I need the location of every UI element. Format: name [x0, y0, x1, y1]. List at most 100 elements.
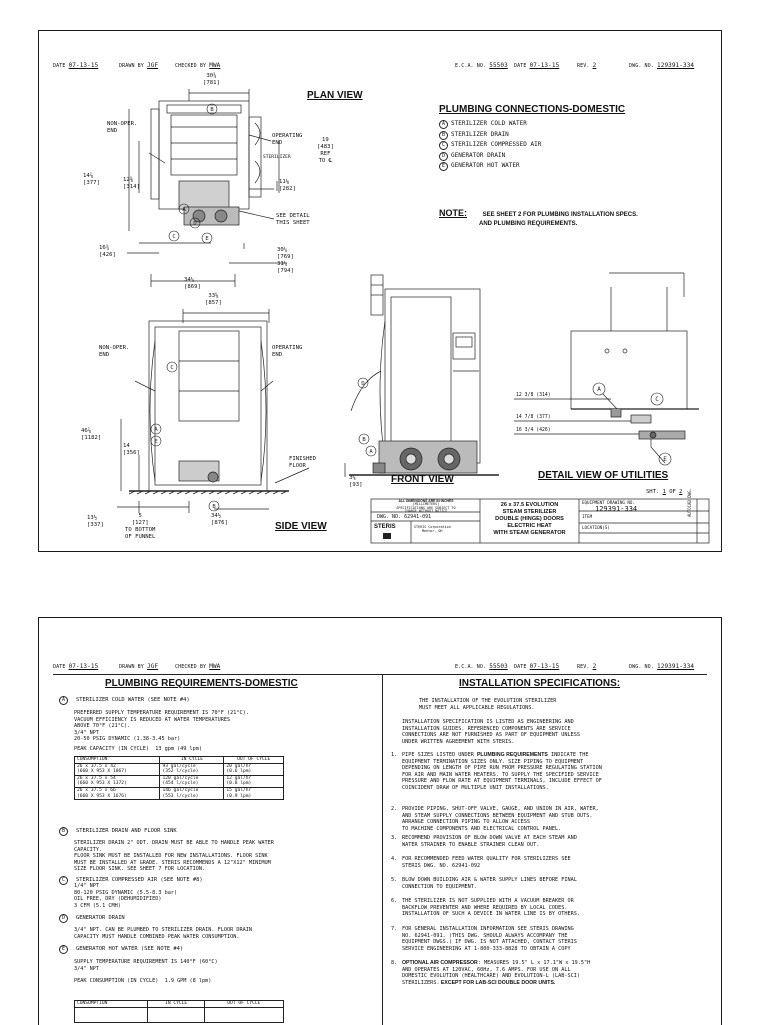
table-cell: 26 x 37.5 x 42	[73, 762, 161, 770]
title-desc-5: WITH STEAM GENERATOR	[493, 530, 566, 536]
section-a-head: STERILIZER COLD WATER (SEE NOTE #4)	[76, 697, 190, 703]
plan-dim-12-mm: [314]	[123, 184, 140, 190]
plan-to-cl-label: TO ℄	[318, 158, 333, 164]
side-dim-34: 34½	[211, 513, 222, 519]
date-label: DATE	[53, 63, 66, 69]
table-header: IN CYCLE	[147, 1000, 205, 1008]
detail-dim-a: 12 3/8 (314)	[516, 393, 551, 398]
side-dim-34-mm: [876]	[211, 520, 228, 526]
title-desc-2: STEAM STERILIZER	[502, 509, 557, 515]
spec-intro-2: INSTALLATION SPECIFICATION IS LISTED AS …	[402, 719, 581, 745]
plan-see-detail-label: SEE DETAIL	[276, 213, 310, 219]
plan-dim-14: 14⅞	[83, 173, 94, 179]
title-dims-note: ALL DIMENSIONS ARE IN INCHES [MILLIMETER…	[372, 499, 480, 514]
spec-bold-tail: EXCEPT FOR LAB-SCI DOUBLE DOOR UNITS.	[439, 979, 556, 986]
table-cell: 15 gal/hr	[223, 786, 284, 794]
plan-dim-16-mm: [426]	[99, 252, 116, 258]
spec-title: INSTALLATION SPECIFICATIONS:	[459, 678, 621, 689]
dwg-value: 129391-334	[657, 62, 695, 69]
consumption-table-a: CONSUMPTION IN CYCLE OUT OF CYCLE 26 x 3…	[73, 756, 284, 801]
connections-title: PLUMBING CONNECTIONS-DOMESTIC	[439, 104, 626, 115]
sheet-num: 1	[662, 489, 666, 495]
section-e-peak: PEAK CONSUMPTION (IN CYCLE) 1.9 GPM (8 l…	[74, 978, 212, 984]
plan-ref-label: REF	[320, 151, 331, 157]
svg-text:B: B	[212, 504, 216, 510]
title-dims-line2: [MILLIMETERS]	[412, 502, 440, 507]
drawing-sheet-1: DATE 07-13-15 DRAWN BY JGF CHECKED BY MW…	[38, 30, 722, 552]
front-view-drawing	[344, 274, 499, 477]
drawn-label: DRAWN BY	[119, 63, 144, 69]
connection-tags-plan: B A C E D	[168, 103, 218, 244]
spec-number: 6.	[391, 898, 398, 904]
plan-view-title: PLAN VIEW	[307, 90, 363, 101]
sheet-header: DATE 07-13-15 DRAWN BY JGF CHECKED BY MW…	[53, 62, 707, 74]
spec-body: RECOMMEND PROVISION OF BLOW DOWN VALVE A…	[402, 835, 577, 848]
connection-label: GENERATOR DRAIN	[451, 151, 506, 159]
sheet-label: SHT.	[646, 489, 660, 495]
table-cell: (660 X 953 X 1067)	[73, 769, 161, 776]
connection-tags-side: C A E B	[150, 361, 220, 512]
side-end2-label: END	[272, 352, 283, 358]
connection-label: STERILIZER DRAIN	[451, 130, 509, 138]
side-operating-label: OPERATING	[272, 345, 303, 351]
column-divider	[382, 674, 383, 1025]
checked-value: MWA	[209, 663, 221, 670]
sheet-of: OF	[669, 489, 676, 495]
connection-tag: E	[439, 162, 448, 171]
title-dims-line3: SPECIFICATIONS ARE SUBJECT TO	[396, 505, 456, 510]
plan-dim-11-mm: [282]	[279, 186, 296, 192]
plan-end2-label: END	[272, 140, 283, 146]
sheet-header: DATE 07-13-15 DRAWN BY JGF CHECKED BY MW…	[53, 663, 707, 675]
table-header: OUT OF CYCLE	[223, 756, 284, 764]
sheet-number: SHT. 1 OF 2	[646, 489, 682, 495]
connection-tag: D	[439, 151, 448, 161]
section-tag: E	[59, 945, 68, 954]
detail-dim-c: 16 3/4 (426)	[516, 428, 551, 433]
section-a-body: PREFERRED SUPPLY TEMPERATURE REQUIREMENT…	[74, 710, 249, 743]
svg-text:A: A	[597, 386, 601, 393]
table-cell: 120 gal/cycle	[159, 774, 225, 782]
detail-view-title: DETAIL VIEW OF UTILITIES	[538, 470, 669, 481]
plan-dim-14-mm: [377]	[83, 180, 100, 186]
spec-body: PROVIDE PIPING, SHUT-OFF VALVE, GAUGE, A…	[402, 806, 599, 832]
svg-text:B: B	[362, 437, 366, 443]
sheet-total: 2	[679, 489, 683, 495]
svg-text:A: A	[154, 427, 158, 433]
dwg-label: DWG. NO.	[629, 63, 654, 69]
connection-tags-detail: A C E	[592, 382, 672, 466]
spec-bold-lead: OPTIONAL AIR COMPRESSOR	[402, 960, 478, 966]
connection-tag: B	[439, 130, 448, 140]
svg-text:D: D	[361, 381, 364, 387]
svg-text:C: C	[655, 396, 659, 403]
side-dim-14-mm: [356]	[123, 450, 140, 456]
note-block: NOTE: SEE SHEET 2 FOR PLUMBING INSTALLAT…	[439, 201, 638, 227]
spec-text: THE STERILIZER IS NOT SUPPLIED WITH A VA…	[402, 898, 580, 918]
plan-dim-19-mm: [483]	[317, 144, 334, 150]
table-cell: 26 x 37.5 x 66	[73, 786, 161, 794]
dwg-label: DWG. NO.	[629, 664, 654, 670]
section-d-head: GENERATOR DRAIN	[76, 915, 125, 921]
note-line-1: SEE SHEET 2 FOR PLUMBING INSTALLATION SP…	[482, 212, 638, 218]
table-row: (660 X 953 X 1676)(553 l/cycle)(0.9 lpm)	[73, 793, 284, 801]
spec-intro-1: THE INSTALLATION OF THE EVOLUTION STERIL…	[419, 698, 557, 711]
date-label: DATE	[53, 664, 66, 670]
connection-label: GENERATOR HOT WATER	[451, 162, 520, 169]
title-company: STERIS Corporation Mentor, OH	[414, 525, 451, 533]
side-to-bottom-label: TO BOTTOM	[125, 527, 156, 533]
side-dim-13: 13½	[87, 515, 98, 521]
title-desc-1: 26 x 37.5 EVOLUTION	[500, 502, 559, 508]
detail-view-drawing	[514, 272, 699, 464]
spec-pre: PIPE SIZES LISTED UNDER	[402, 752, 477, 758]
title-side-tag: AUTOCAD DWG.	[687, 488, 692, 517]
title-equip-label: EQUIPMENT DRAWING NO.	[582, 500, 635, 505]
rev-value: 2	[592, 62, 597, 69]
spec-body: BLOW DOWN BUILDING AIR & WATER SUPPLY LI…	[402, 877, 577, 890]
table-cell: 146 gal/cycle	[159, 786, 225, 794]
side-dim-5: 5	[138, 513, 142, 519]
plan-dim-30b: 30¼	[277, 247, 288, 253]
rev-date-label: DATE	[514, 63, 527, 69]
